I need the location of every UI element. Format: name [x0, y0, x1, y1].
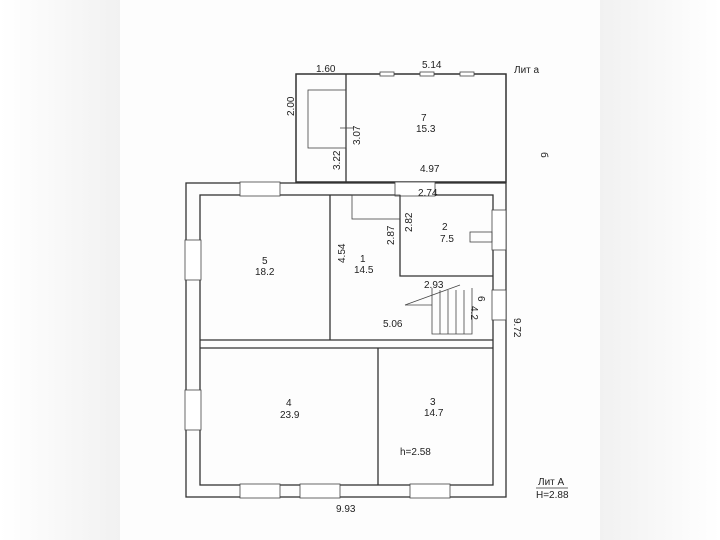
room-1-area: 14.5: [354, 265, 374, 276]
dim-room1-left: 4.54: [337, 243, 348, 263]
room-1-number: 1: [360, 254, 366, 265]
dim-annex-top-left: 1.60: [316, 64, 336, 75]
dim-room2-top: 2.74: [418, 188, 438, 199]
annex-mark: б: [538, 152, 550, 158]
room-2-area: 7.5: [440, 234, 454, 245]
room-7-area: 15.3: [416, 124, 436, 135]
room-5-area: 18.2: [255, 267, 275, 278]
dim-annex-lower: 3.22: [332, 150, 343, 170]
dim-right: 9.72: [511, 318, 522, 338]
room-7-number: 7: [421, 113, 427, 124]
room-3-number: 3: [430, 397, 436, 408]
dim-porch: 2.00: [286, 96, 297, 116]
annex-label: Лит а: [514, 65, 540, 76]
dim-annex-top: 5.14: [422, 60, 442, 71]
annex-walls: [295, 71, 507, 183]
room-6-number: 6: [475, 296, 486, 302]
room-2-number: 2: [442, 222, 448, 233]
room-3-area: 14.7: [424, 408, 444, 419]
main-walls: [184, 181, 507, 499]
dim-stair-top: 2.93: [424, 280, 444, 291]
dim-annex-bottom: 4.97: [420, 164, 440, 175]
main-height: H=2.88: [536, 490, 569, 501]
ceiling-height: h=2.58: [400, 447, 431, 458]
blur-left: [0, 0, 120, 540]
dim-room2-left: 2.82: [404, 212, 415, 232]
main-label: Лит А: [538, 477, 565, 488]
dim-bottom: 9.93: [336, 504, 356, 515]
dim-hall-bottom: 5.06: [383, 319, 403, 330]
dim-annex-wall: 3.07: [352, 125, 363, 145]
dim-closet: 2.87: [386, 225, 397, 245]
room-4-area: 23.9: [280, 410, 300, 421]
room-4-number: 4: [286, 398, 292, 409]
room-5-number: 5: [262, 256, 268, 267]
room-6-area: 4.2: [468, 306, 479, 320]
